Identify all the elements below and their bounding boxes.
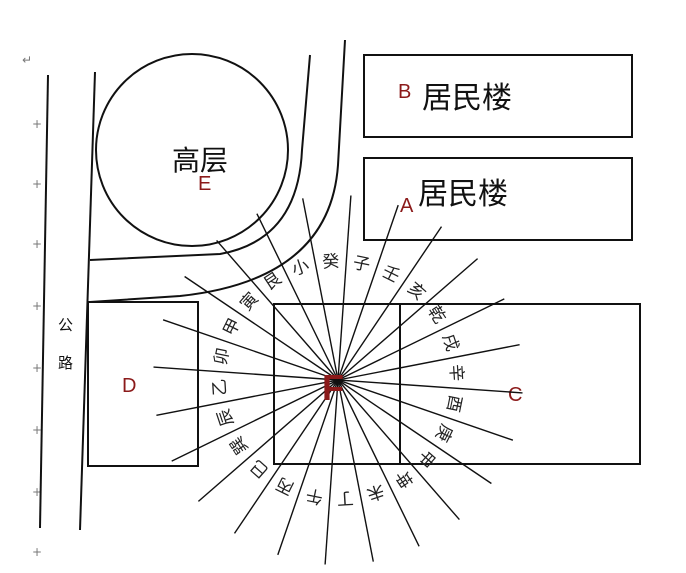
compass-direction-label: 寅 [236, 289, 262, 315]
residential-b-label: 居民楼 [422, 81, 512, 116]
highrise-tag: E [198, 173, 211, 195]
highrise-label: 高层 [172, 144, 228, 177]
compass-ray [337, 226, 443, 381]
margin-dot: + [32, 237, 42, 251]
building-c-tag: C [508, 384, 522, 406]
compass-direction-label: 甲 [220, 315, 245, 339]
compass-ray [337, 379, 492, 485]
compass-direction-label: 庚 [431, 421, 456, 445]
compass-ray [256, 213, 339, 381]
compass-direction-label: 巽 [227, 432, 253, 457]
residential-a-label: 居民楼 [418, 177, 508, 212]
road-edge-left [39, 74, 49, 529]
margin-dot: + [32, 117, 42, 131]
compass-direction-label: 辰 [214, 406, 238, 428]
compass-ray [337, 298, 505, 381]
compass-ray [337, 344, 520, 381]
compass-ray [337, 379, 374, 562]
compass-ray [277, 379, 339, 556]
highrise-building [95, 53, 289, 247]
curved-road-inner [89, 54, 311, 261]
compass-ray [337, 204, 399, 381]
curved-road-outer [89, 39, 346, 303]
building-d [87, 301, 199, 467]
margin-dot: + [32, 299, 42, 313]
residential-a-tag: A [400, 195, 414, 217]
compass-direction-label: 午 [304, 484, 325, 507]
road-label-gong: 公 [58, 316, 73, 334]
compass-ray [337, 379, 460, 521]
compass-direction-label: 卯 [211, 346, 234, 367]
compass-ray [156, 379, 339, 416]
compass-direction-label: 坤 [390, 465, 415, 491]
compass-direction-label: 酉 [442, 393, 465, 414]
compass-direction-label: 小 [289, 256, 311, 280]
compass-ray [233, 379, 339, 534]
compass-ray [302, 198, 339, 381]
compass-direction-label: 乾 [423, 302, 449, 327]
compass-direction-label: 戌 [438, 331, 462, 353]
compass-direction-label: 巳 [247, 455, 273, 481]
building-d-tag: D [122, 375, 136, 397]
compass-ray [337, 258, 479, 381]
compass-direction-label: 壬 [379, 262, 403, 287]
compass-ray [184, 275, 339, 381]
compass-direction-label: 癸 [322, 252, 340, 273]
center-tag: F [322, 367, 344, 408]
compass-direction-label: 子 [351, 253, 372, 276]
compass-ray [171, 379, 339, 462]
residential-building-a [363, 157, 633, 241]
margin-enter-mark: ↵ [22, 53, 32, 67]
compass-ray [216, 239, 339, 381]
compass-direction-label: 乙 [210, 378, 231, 396]
margin-dot: + [32, 361, 42, 375]
compass-ray [197, 379, 339, 502]
compass-ray [337, 379, 523, 394]
margin-dot: + [32, 545, 42, 559]
compass-ray [337, 379, 420, 547]
compass-direction-label: 未 [364, 480, 386, 504]
margin-dot: + [32, 485, 42, 499]
compass-ray [162, 319, 339, 381]
residential-b-tag: B [398, 81, 411, 103]
residential-building-b [363, 54, 633, 138]
compass-direction-label: 辛 [445, 364, 466, 382]
compass-ray [153, 366, 339, 381]
compass-ray [337, 379, 514, 441]
compass-direction-label: 亥 [403, 278, 429, 304]
road-label-lu: 路 [58, 354, 73, 372]
compass-ray [337, 195, 352, 381]
margin-dot: + [32, 177, 42, 191]
margin-dot: + [32, 423, 42, 437]
compass-direction-label: 丁 [336, 487, 354, 508]
compass-ray [324, 379, 339, 565]
compass-direction-label: 丙 [273, 473, 297, 498]
compass-direction-label: 申 [413, 445, 439, 471]
compass-direction-label: 艮 [260, 269, 285, 295]
